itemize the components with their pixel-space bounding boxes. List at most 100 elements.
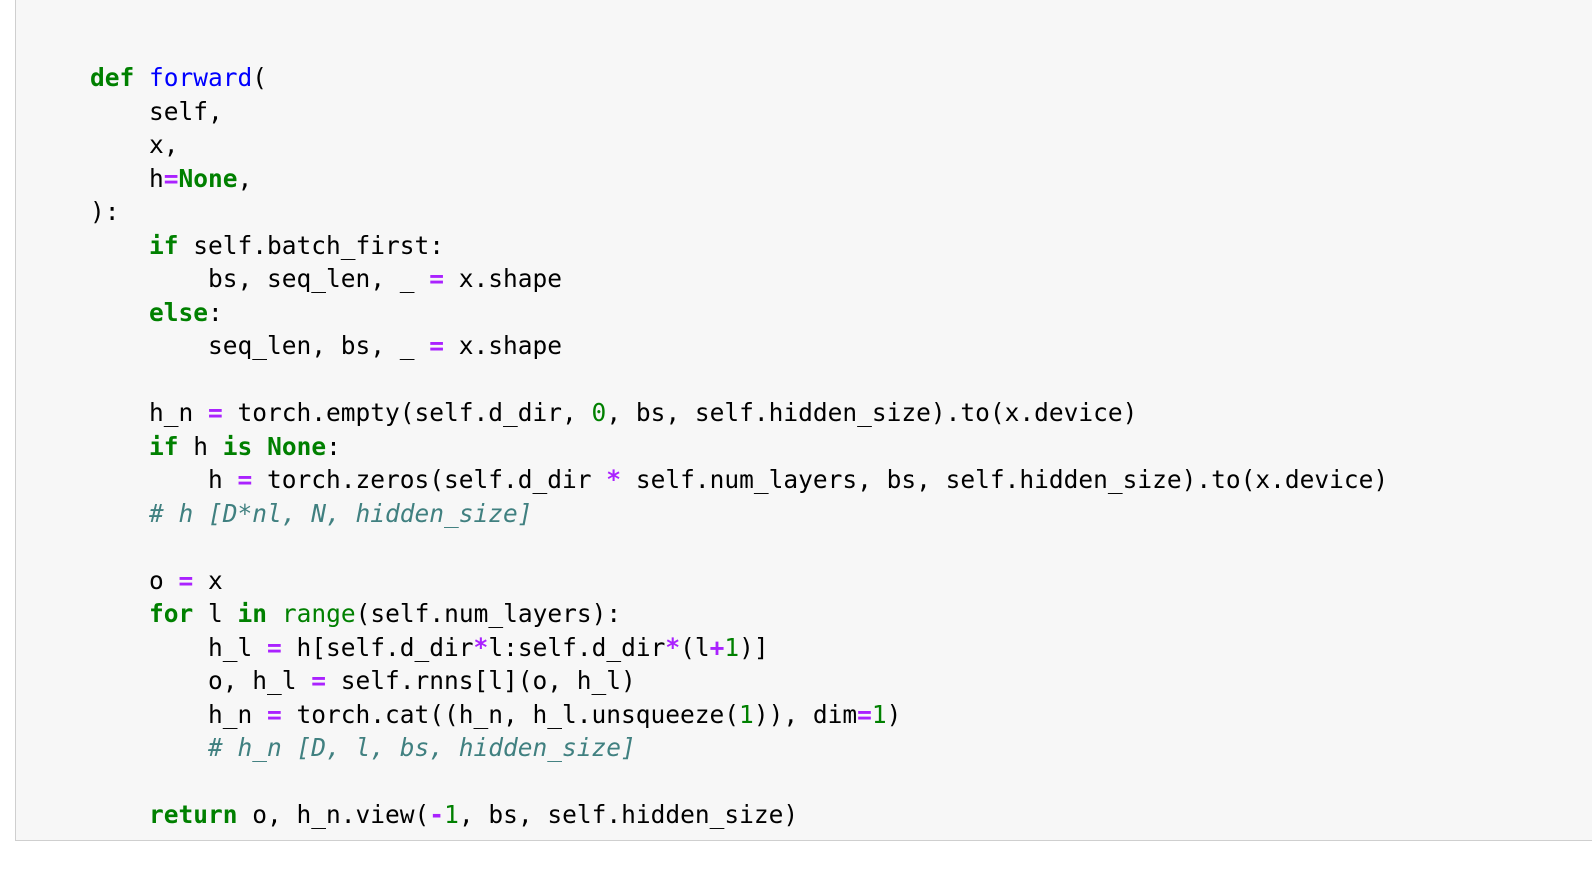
code-line: o, h_l = self.rnns[l](o, h_l) [90, 664, 1388, 698]
operator-token: = [163, 163, 179, 193]
code-text [90, 800, 149, 829]
code-text: seq_len, bs, _ [90, 331, 430, 360]
code-text: o, h_l [90, 666, 312, 695]
number-token: 0 [591, 398, 607, 427]
code-text: h_l [90, 632, 268, 662]
operator-token: = [311, 666, 327, 695]
code-text: x.shape [444, 264, 563, 293]
code-line: x, [90, 128, 1388, 162]
code-text [90, 432, 149, 461]
code-text: torch.cat((h_n, h_l.unsqueeze( [281, 699, 740, 729]
code-text [90, 499, 149, 528]
code-text: , bs, self.hidden_size).to(x.device) [606, 398, 1138, 427]
number-token: 1 [739, 699, 754, 729]
code-line: if h is None: [90, 430, 1388, 464]
code-text [90, 733, 208, 762]
code-line: def forward( [90, 61, 1388, 95]
code-line: seq_len, bs, _ = x.shape [90, 329, 1388, 363]
code-text [90, 298, 149, 327]
keyword-token: else [149, 297, 209, 327]
code-text: h [90, 163, 164, 193]
code-text: x.shape [444, 331, 563, 360]
operator-token: = [267, 632, 282, 662]
code-text [252, 432, 267, 461]
code-line [90, 765, 1388, 799]
code-text: (l [680, 632, 710, 662]
keyword-token: is [222, 431, 253, 461]
code-line: # h [D*nl, N, hidden_size] [90, 497, 1388, 531]
code-text [267, 599, 282, 628]
operator-token: = [237, 465, 253, 494]
code-block[interactable]: def forward( self, x, h=None,): if self.… [90, 61, 1388, 832]
code-line: bs, seq_len, _ = x.shape [90, 262, 1388, 296]
code-text: self.num_layers, bs, self.hidden_size).t… [621, 465, 1389, 494]
number-token: 1 [871, 699, 887, 729]
code-line: h_n = torch.empty(self.d_dir, 0, bs, sel… [90, 396, 1388, 430]
keyword-token: if [149, 230, 179, 260]
code-text: o, h_n.view( [237, 800, 430, 829]
keyword-token: in [237, 599, 268, 628]
code-text: self.batch_first: [178, 230, 445, 260]
code-text: )), dim [753, 699, 858, 729]
operator-token: - [429, 800, 445, 829]
operator-token: * [606, 465, 622, 494]
code-text [134, 63, 149, 92]
builtin-token: range [281, 599, 356, 628]
code-text: self.rnns[l](o, h_l) [326, 666, 636, 695]
keyword-token: return [149, 800, 238, 829]
code-text: : [208, 297, 223, 327]
operator-token: = [178, 565, 194, 595]
code-line: return o, h_n.view(-1, bs, self.hidden_s… [90, 798, 1388, 832]
keyword-token: def [90, 63, 135, 92]
operator-token: = [267, 699, 282, 729]
keyword-token: for [149, 599, 194, 628]
number-token: 1 [444, 800, 459, 829]
code-text: torch.zeros(self.d_dir [252, 465, 607, 494]
code-text: x, [90, 130, 179, 159]
operator-token: + [709, 632, 725, 662]
code-line: o = x [90, 564, 1388, 598]
keyword-token: None [267, 431, 327, 461]
code-line [90, 530, 1388, 564]
operator-token: = [429, 331, 445, 360]
code-line [90, 363, 1388, 397]
code-text: h[self.d_dir [281, 632, 474, 662]
code-text: bs, seq_len, _ [90, 264, 430, 293]
code-line: for l in range(self.num_layers): [90, 597, 1388, 631]
code-text [90, 599, 149, 628]
code-line: h_n = torch.cat((h_n, h_l.unsqueeze(1)),… [90, 698, 1388, 732]
comment-token: # h_n [D, l, bs, hidden_size] [208, 733, 636, 762]
code-cell[interactable]: def forward( self, x, h=None,): if self.… [15, 0, 1592, 841]
code-text: l [193, 599, 238, 628]
keyword-token: if [149, 431, 179, 461]
code-line: h=None, [90, 162, 1388, 196]
code-text: x [193, 565, 223, 595]
code-line: self, [90, 95, 1388, 129]
code-line: h = torch.zeros(self.d_dir * self.num_la… [90, 463, 1388, 497]
code-text: h_n [90, 398, 209, 427]
code-line: h_l = h[self.d_dir*l:self.d_dir*(l+1)] [90, 631, 1388, 665]
code-text: o [90, 565, 179, 595]
function-name-token: forward [149, 63, 253, 92]
code-line: ): [90, 195, 1388, 229]
operator-token: = [429, 264, 445, 293]
operator-token: = [208, 398, 223, 427]
keyword-token: None [178, 163, 238, 193]
code-line: else: [90, 296, 1388, 330]
code-text: (self.num_layers): [355, 599, 622, 628]
code-text [90, 231, 149, 260]
code-text: , bs, self.hidden_size) [458, 800, 799, 829]
code-text: , [237, 163, 253, 193]
comment-token: # h [D*nl, N, hidden_size] [149, 498, 533, 528]
code-text: h [90, 465, 238, 494]
operator-token: * [665, 632, 681, 662]
code-text: h_n [90, 699, 268, 729]
number-token: 1 [724, 632, 740, 662]
operator-token: = [857, 699, 872, 729]
code-text: )] [739, 632, 769, 662]
code-text: ): [90, 197, 120, 226]
code-line: # h_n [D, l, bs, hidden_size] [90, 731, 1388, 765]
code-text: h [178, 431, 223, 461]
code-text: ( [252, 63, 268, 92]
code-line: if self.batch_first: [90, 229, 1388, 263]
